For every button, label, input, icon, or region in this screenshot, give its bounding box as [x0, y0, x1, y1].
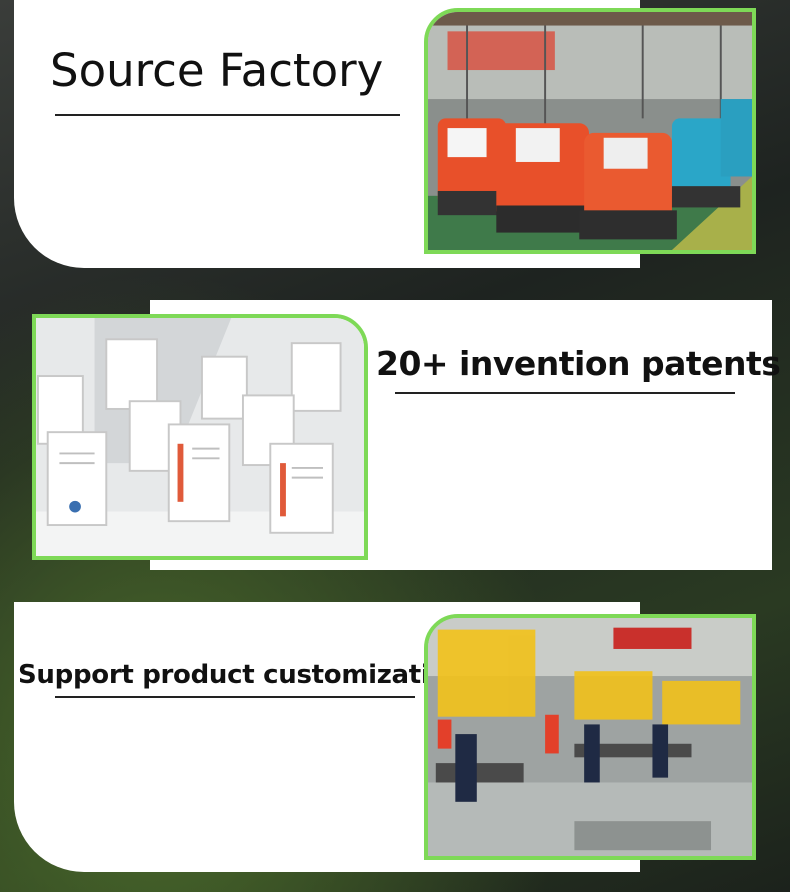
heading-underline	[395, 392, 735, 394]
factory-floor-photo	[424, 8, 756, 254]
heading-underline	[55, 696, 415, 698]
certificates-photo	[32, 314, 368, 560]
heading-patents: 20+ invention patents	[376, 344, 781, 383]
heading-customization: Support product customization	[18, 660, 466, 690]
heading-source-factory: Source Factory	[50, 44, 384, 97]
heading-underline	[55, 114, 400, 116]
workshop-photo	[424, 614, 756, 860]
